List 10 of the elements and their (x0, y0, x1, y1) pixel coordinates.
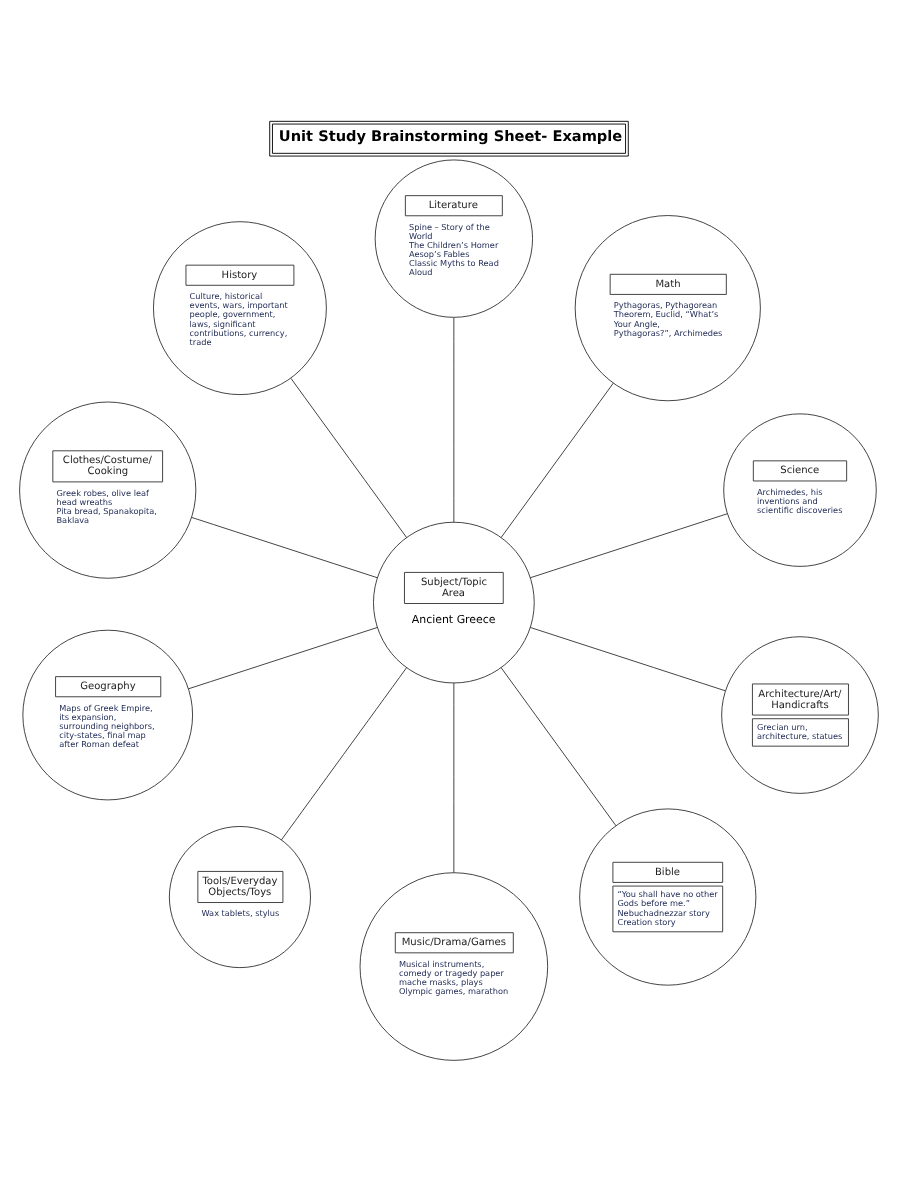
connector (529, 513, 728, 579)
connector (529, 626, 726, 692)
connector (500, 382, 614, 539)
connector (191, 516, 378, 579)
connector (453, 317, 455, 523)
connector (280, 667, 408, 841)
connector (290, 377, 408, 539)
connector (500, 667, 617, 827)
connector (187, 626, 378, 690)
connector (453, 682, 455, 874)
